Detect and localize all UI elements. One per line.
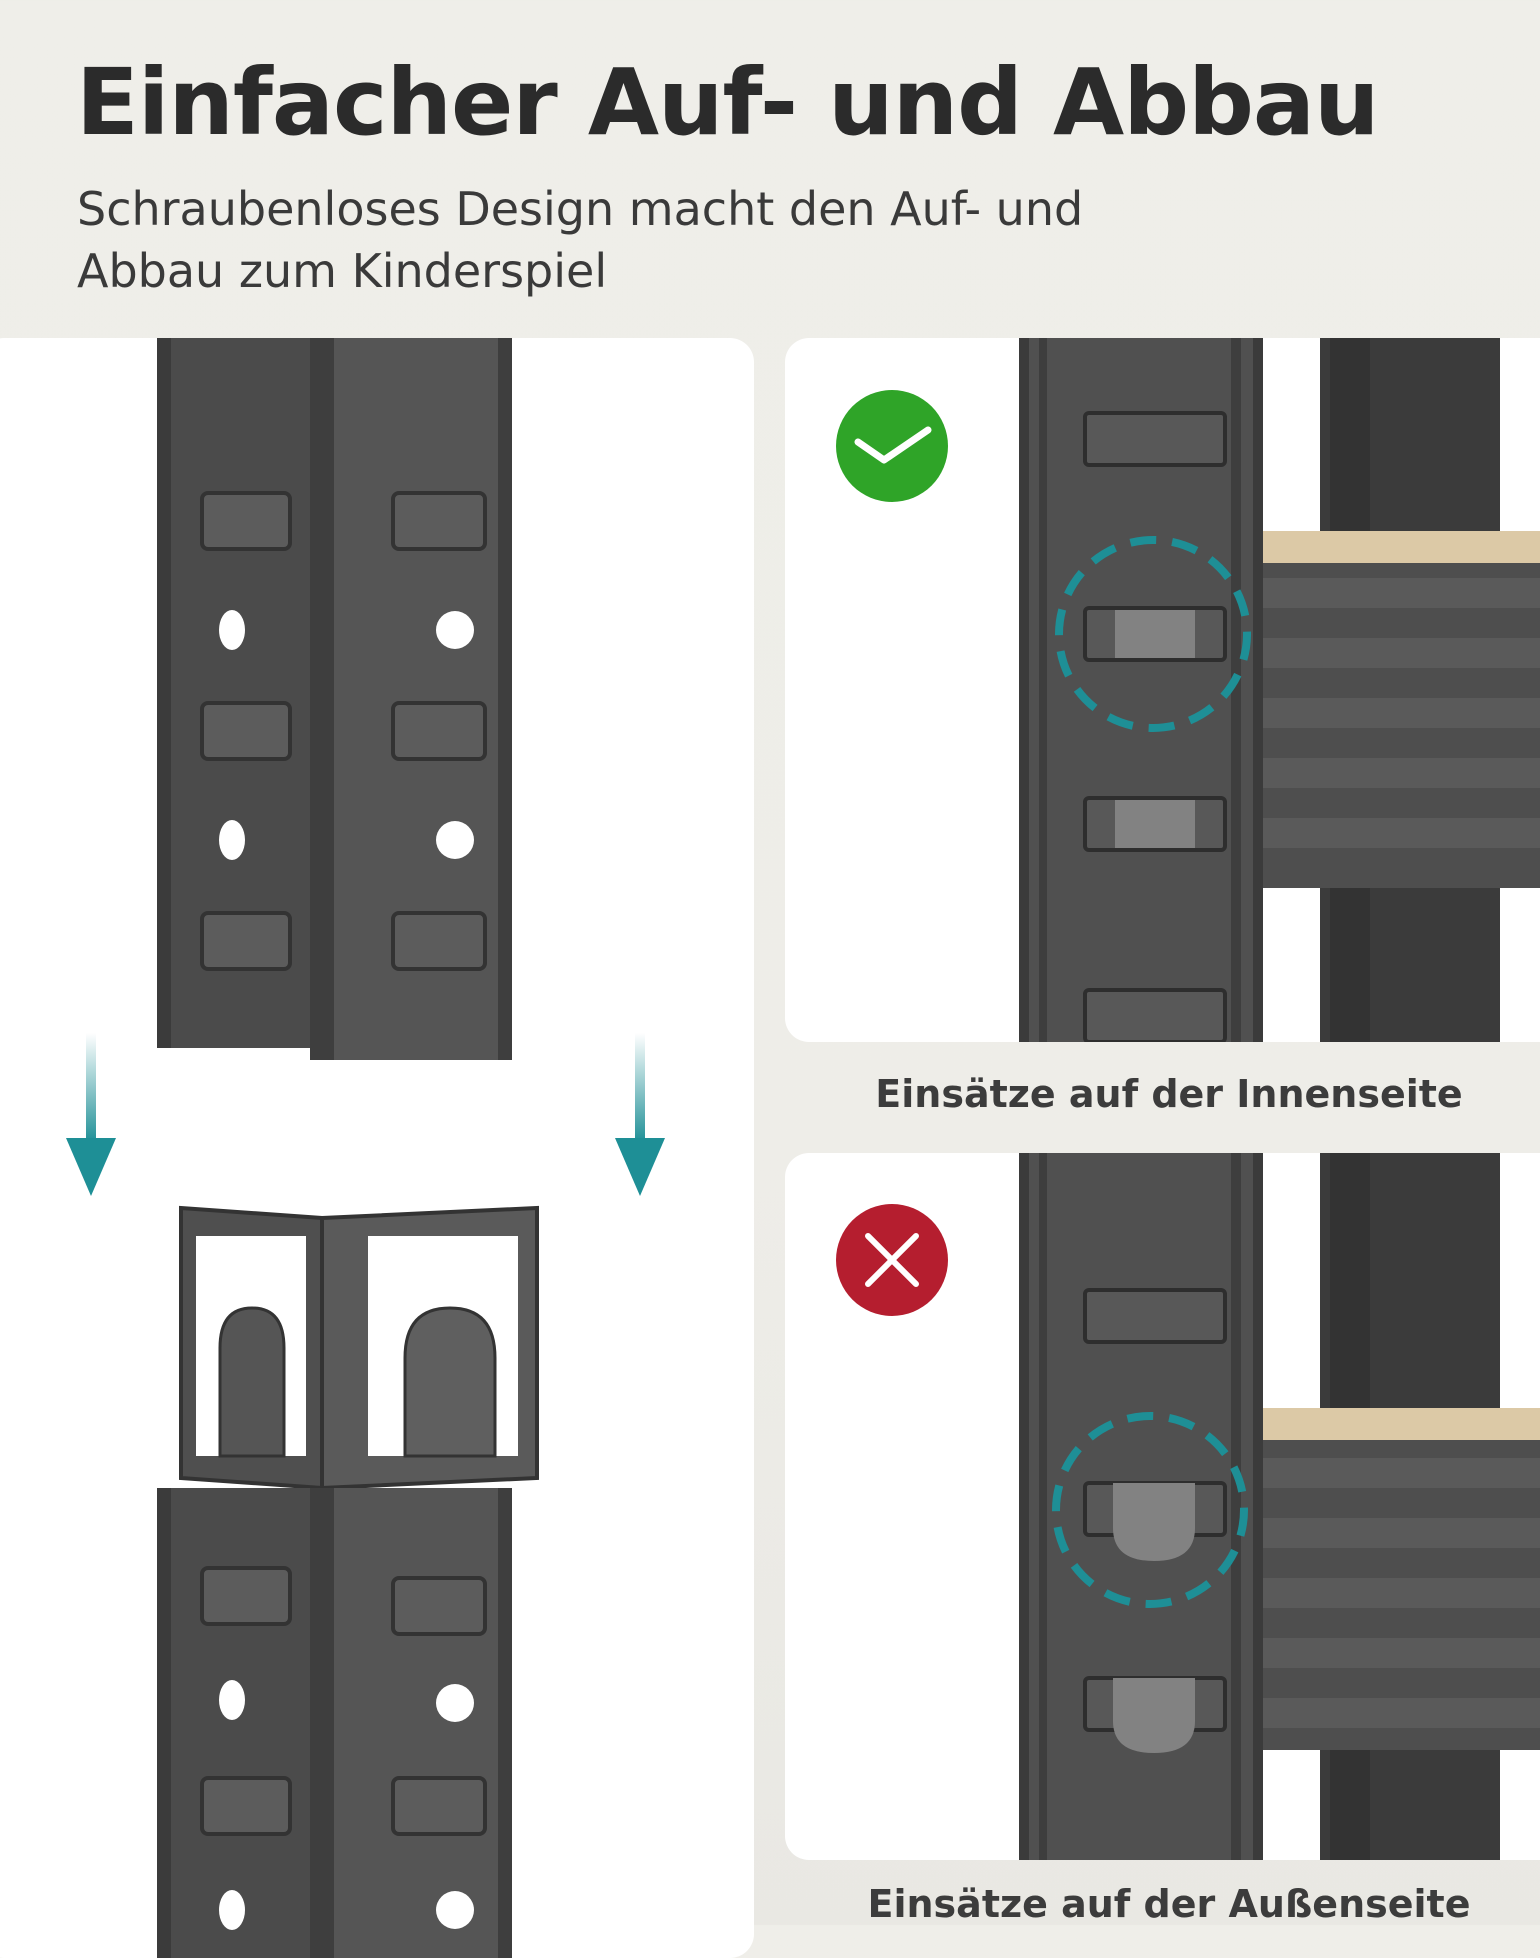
incorrect-example-panel [785, 1153, 1540, 1860]
page-title: Einfacher Auf- und Abbau [76, 49, 1379, 156]
lower-post [157, 1488, 512, 1958]
caption-outside-inserts: Einsätze auf der Außenseite [867, 1882, 1471, 1926]
outside-insert-illustration [1019, 1153, 1540, 1860]
down-arrow-icon [615, 1033, 665, 1196]
assembly-illustration-panel [0, 338, 754, 1958]
highlight-ring [1052, 1412, 1248, 1608]
upper-post [157, 338, 512, 1060]
connector-insert [179, 1205, 539, 1491]
highlight-ring [1055, 536, 1251, 732]
checkmark-icon [836, 390, 948, 502]
down-arrow-icon [66, 1033, 116, 1196]
caption-inside-inserts: Einsätze auf der Innenseite [875, 1072, 1463, 1116]
inside-insert-illustration [1019, 338, 1540, 1042]
post-joining-illustration [66, 338, 665, 1958]
page-subtitle: Schraubenloses Design macht den Auf- und… [77, 182, 1084, 298]
cross-icon [836, 1204, 948, 1316]
